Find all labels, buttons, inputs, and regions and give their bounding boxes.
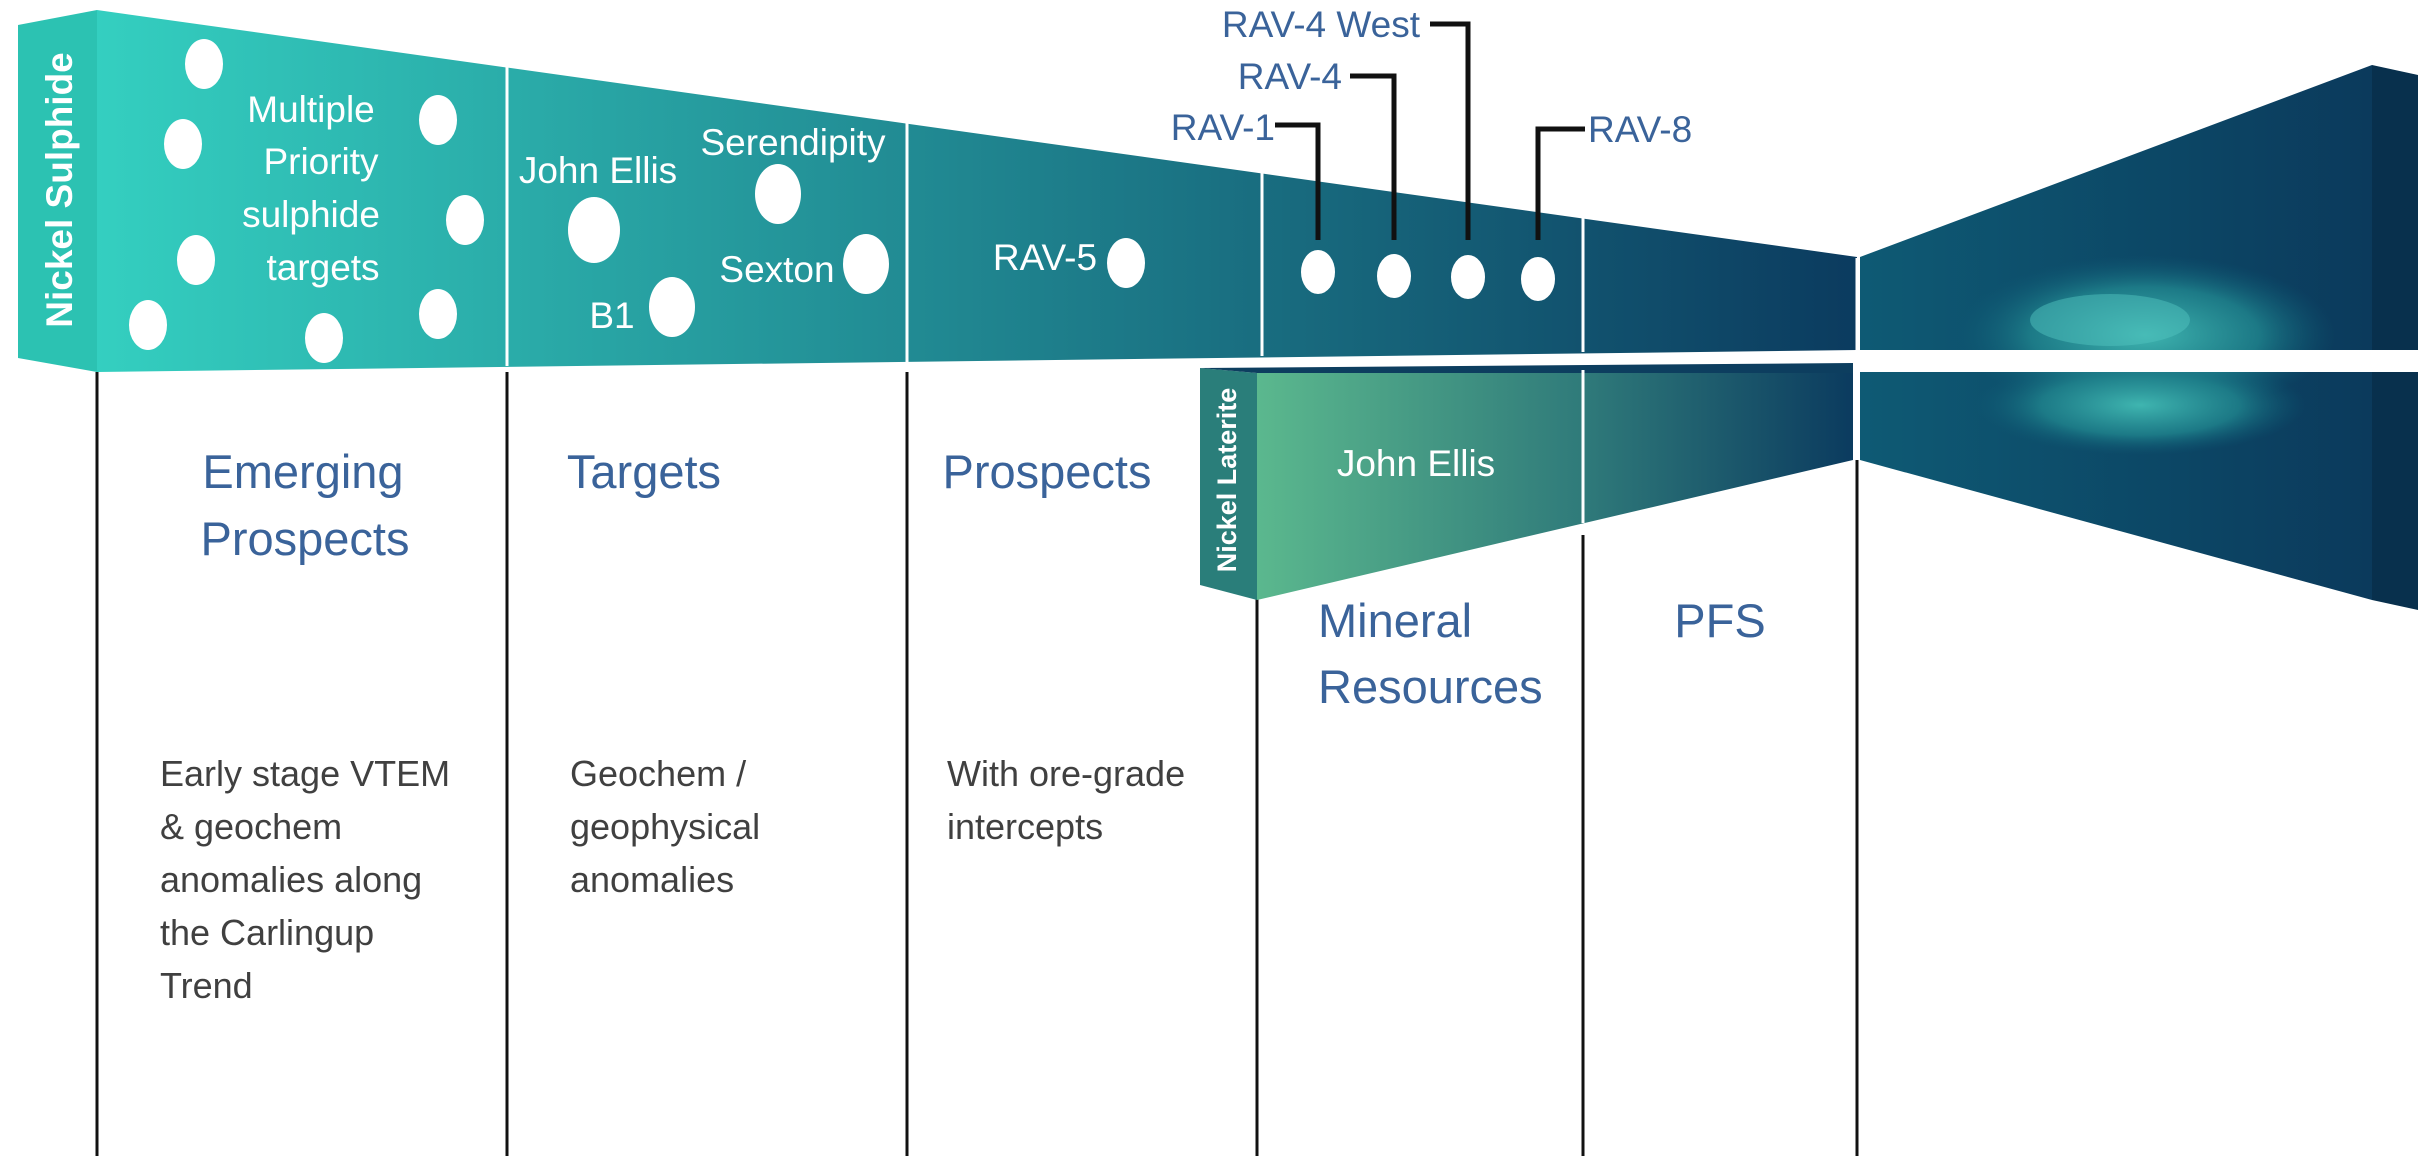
target-marker-sexton — [843, 234, 889, 294]
resource-marker-rav-4-west — [1451, 255, 1485, 299]
nickel-sulphide-label: Nickel Sulphide — [39, 52, 80, 328]
callout-label-rav-4: RAV-4 — [1238, 56, 1342, 97]
laterite-resource-label: John Ellis — [1337, 443, 1495, 484]
nickel-laterite-label: Nickel Laterite — [1212, 388, 1242, 573]
stage-titles: Emerging Prospects Targets Prospects Min… — [201, 445, 1766, 713]
stage-desc-prospects-line: With ore-grade — [947, 753, 1185, 794]
emerging-target-markers: Multiple Priority sulphide targets — [129, 39, 484, 363]
laterite-band-tab — [1200, 368, 1257, 600]
stage-desc-emerging-line: Early stage VTEM — [160, 753, 450, 794]
target-marker-b1 — [649, 277, 695, 337]
stage-dividers — [95, 372, 1859, 1156]
target-marker — [164, 119, 202, 169]
emerging-caption-line: targets — [266, 247, 379, 288]
target-marker — [129, 300, 167, 350]
ore-block-side — [2372, 65, 2418, 610]
callout-line-rav-8 — [1535, 126, 1585, 240]
ore-block-gap — [1855, 350, 2420, 372]
emerging-caption-line: Priority — [263, 141, 379, 182]
target-marker — [446, 195, 484, 245]
target-marker-serendipity — [755, 164, 801, 224]
laterite-band — [1257, 367, 1853, 600]
callout-line-rav-4 — [1350, 73, 1397, 240]
nickel-sulphide-band: Nickel Sulphide — [18, 10, 1859, 372]
target-label-john-ellis: John Ellis — [519, 150, 677, 191]
callout-label-rav-8: RAV-8 — [1588, 109, 1692, 150]
callout-line-rav-4-west — [1430, 21, 1471, 240]
ore-sample-block — [1855, 65, 2420, 610]
stage-title-emerging-line: Emerging — [202, 445, 403, 498]
emerging-caption-line: Multiple — [247, 89, 375, 130]
sulphide-band-tab — [18, 10, 97, 372]
prospect-label-rav-5: RAV-5 — [993, 237, 1097, 278]
stage-descriptions: Early stage VTEM & geochem anomalies alo… — [160, 753, 1185, 1006]
resource-markers: RAV-4 West RAV-4 RAV-1 RAV-8 — [1171, 4, 1692, 301]
resource-marker-rav-8 — [1521, 257, 1555, 301]
stage-desc-prospects-line: intercepts — [947, 806, 1103, 847]
stage-desc-targets-line: anomalies — [570, 859, 734, 900]
stage-desc-targets-line: geophysical — [570, 806, 760, 847]
stage-title-targets: Targets — [567, 445, 721, 498]
target-marker — [177, 235, 215, 285]
target-label-serendipity: Serendipity — [700, 122, 886, 163]
stage-title-emerging-line: Prospects — [201, 512, 410, 565]
stage-title-prospects: Prospects — [943, 445, 1152, 498]
resource-marker-rav-1 — [1301, 250, 1335, 294]
target-marker — [419, 95, 457, 145]
target-marker-john-ellis — [568, 197, 620, 263]
stage-title-pfs: PFS — [1674, 594, 1765, 647]
prospect-markers: RAV-5 — [993, 237, 1145, 288]
prospect-marker-rav-5 — [1107, 238, 1145, 288]
target-marker — [419, 289, 457, 339]
callout-line-rav-1 — [1275, 122, 1321, 240]
callout-label-rav-4-west: RAV-4 West — [1222, 4, 1421, 45]
emerging-caption-line: sulphide — [242, 194, 380, 235]
laterite-band-top-edge — [1200, 363, 1853, 373]
resource-marker-rav-4 — [1377, 254, 1411, 298]
target-marker — [185, 39, 223, 89]
ore-sample-image — [1975, 355, 2305, 455]
stage-desc-emerging-line: & geochem — [160, 806, 342, 847]
target-label-b1: B1 — [589, 295, 634, 336]
stage-desc-emerging-line: Trend — [160, 965, 253, 1006]
callout-label-rav-1: RAV-1 — [1171, 107, 1275, 148]
stage-desc-targets-line: Geochem / — [570, 753, 746, 794]
ore-sample-highlight — [2030, 294, 2190, 346]
stage-desc-emerging-line: the Carlingup — [160, 912, 374, 953]
nickel-laterite-band: Nickel Laterite John Ellis — [1200, 363, 1853, 600]
target-markers: John Ellis Serendipity Sexton B1 — [519, 122, 889, 337]
sulphide-band — [97, 10, 1857, 372]
target-marker — [305, 313, 343, 363]
stage-title-resources-line: Resources — [1318, 660, 1543, 713]
target-label-sexton: Sexton — [719, 249, 834, 290]
stage-desc-emerging-line: anomalies along — [160, 859, 422, 900]
stage-title-resources-line: Mineral — [1318, 594, 1472, 647]
